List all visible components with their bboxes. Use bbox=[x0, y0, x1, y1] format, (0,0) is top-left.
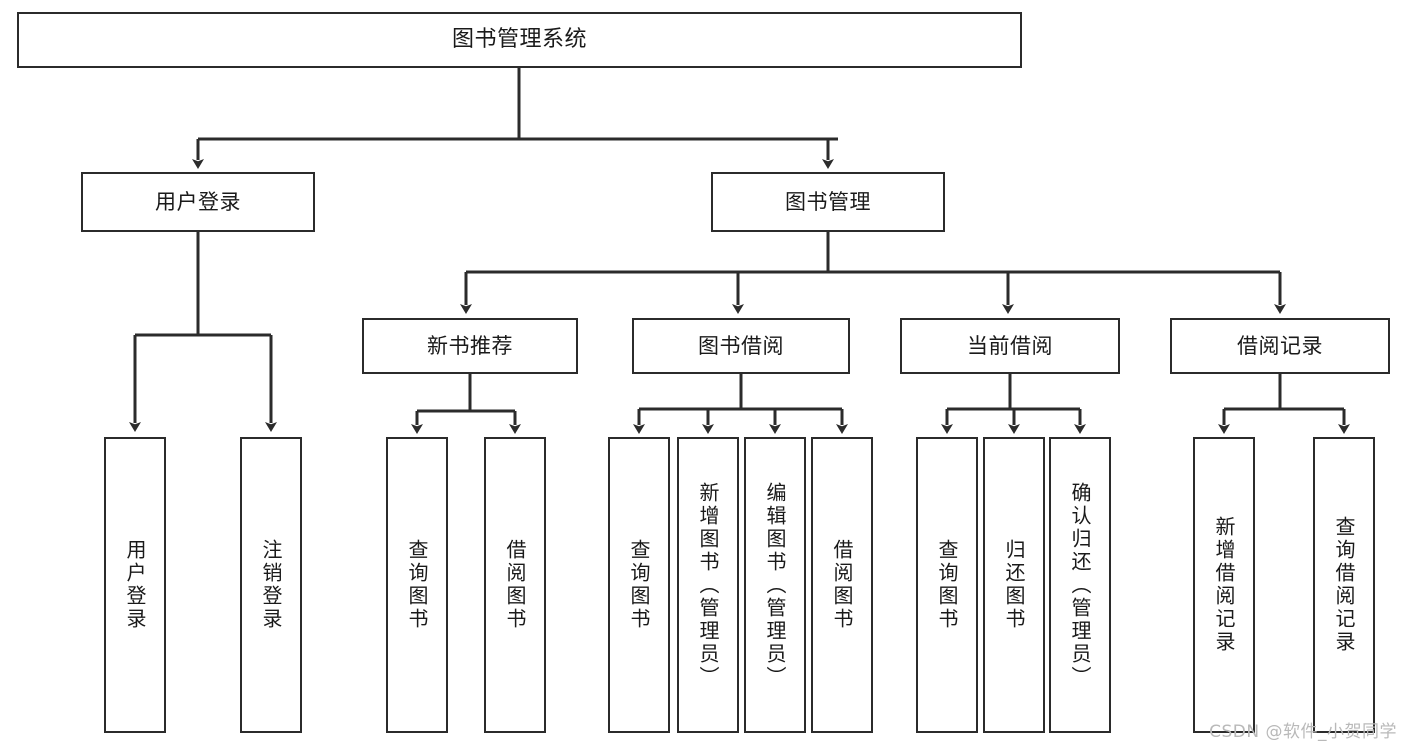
leaf-edit-book-admin[interactable]: 编辑图书（管理员） bbox=[744, 437, 806, 733]
leaf-add-borrow-record[interactable]: 新增借阅记录 bbox=[1193, 437, 1255, 733]
leaf-query-book-borrow-label: 查询图书 bbox=[627, 539, 651, 631]
node-book-management-label: 图书管理 bbox=[785, 189, 871, 214]
leaf-user-login-label: 用户登录 bbox=[123, 539, 147, 631]
leaf-query-book-current-label: 查询图书 bbox=[935, 539, 959, 631]
leaf-query-borrow-record-label: 查询借阅记录 bbox=[1332, 516, 1356, 654]
leaf-borrow-book-recommend-label: 借阅图书 bbox=[503, 539, 527, 631]
leaf-query-book-recommend-label: 查询图书 bbox=[405, 539, 429, 631]
leaf-confirm-return-admin[interactable]: 确认归还（管理员） bbox=[1049, 437, 1111, 733]
leaf-borrow-book[interactable]: 借阅图书 bbox=[811, 437, 873, 733]
leaf-query-book-recommend[interactable]: 查询图书 bbox=[386, 437, 448, 733]
leaf-add-book-admin[interactable]: 新增图书（管理员） bbox=[677, 437, 739, 733]
leaf-logout[interactable]: 注销登录 bbox=[240, 437, 302, 733]
leaf-borrow-book-recommend[interactable]: 借阅图书 bbox=[484, 437, 546, 733]
node-new-book-recommend[interactable]: 新书推荐 bbox=[362, 318, 578, 374]
node-new-book-recommend-label: 新书推荐 bbox=[427, 333, 513, 358]
node-current-borrow[interactable]: 当前借阅 bbox=[900, 318, 1120, 374]
node-root-label: 图书管理系统 bbox=[451, 27, 587, 53]
leaf-logout-label: 注销登录 bbox=[259, 539, 283, 631]
leaf-query-book-borrow[interactable]: 查询图书 bbox=[608, 437, 670, 733]
leaf-add-book-admin-label: 新增图书（管理员） bbox=[696, 481, 720, 689]
node-borrow-record-label: 借阅记录 bbox=[1237, 333, 1323, 358]
node-root[interactable]: 图书管理系统 bbox=[17, 12, 1022, 68]
node-current-borrow-label: 当前借阅 bbox=[967, 333, 1053, 358]
node-book-borrow[interactable]: 图书借阅 bbox=[632, 318, 850, 374]
node-user-login-label: 用户登录 bbox=[155, 189, 241, 214]
node-book-management[interactable]: 图书管理 bbox=[711, 172, 945, 232]
leaf-query-borrow-record[interactable]: 查询借阅记录 bbox=[1313, 437, 1375, 733]
leaf-confirm-return-admin-label: 确认归还（管理员） bbox=[1068, 481, 1092, 689]
leaf-return-book[interactable]: 归还图书 bbox=[983, 437, 1045, 733]
node-user-login[interactable]: 用户登录 bbox=[81, 172, 315, 232]
node-borrow-record[interactable]: 借阅记录 bbox=[1170, 318, 1390, 374]
leaf-user-login[interactable]: 用户登录 bbox=[104, 437, 166, 733]
node-book-borrow-label: 图书借阅 bbox=[698, 333, 784, 358]
watermark: CSDN @软件_小贺同学 bbox=[1209, 722, 1397, 742]
leaf-borrow-book-label: 借阅图书 bbox=[830, 539, 854, 631]
leaf-edit-book-admin-label: 编辑图书（管理员） bbox=[763, 481, 787, 689]
leaf-add-borrow-record-label: 新增借阅记录 bbox=[1212, 516, 1236, 654]
leaf-return-book-label: 归还图书 bbox=[1002, 539, 1026, 631]
leaf-query-book-current[interactable]: 查询图书 bbox=[916, 437, 978, 733]
